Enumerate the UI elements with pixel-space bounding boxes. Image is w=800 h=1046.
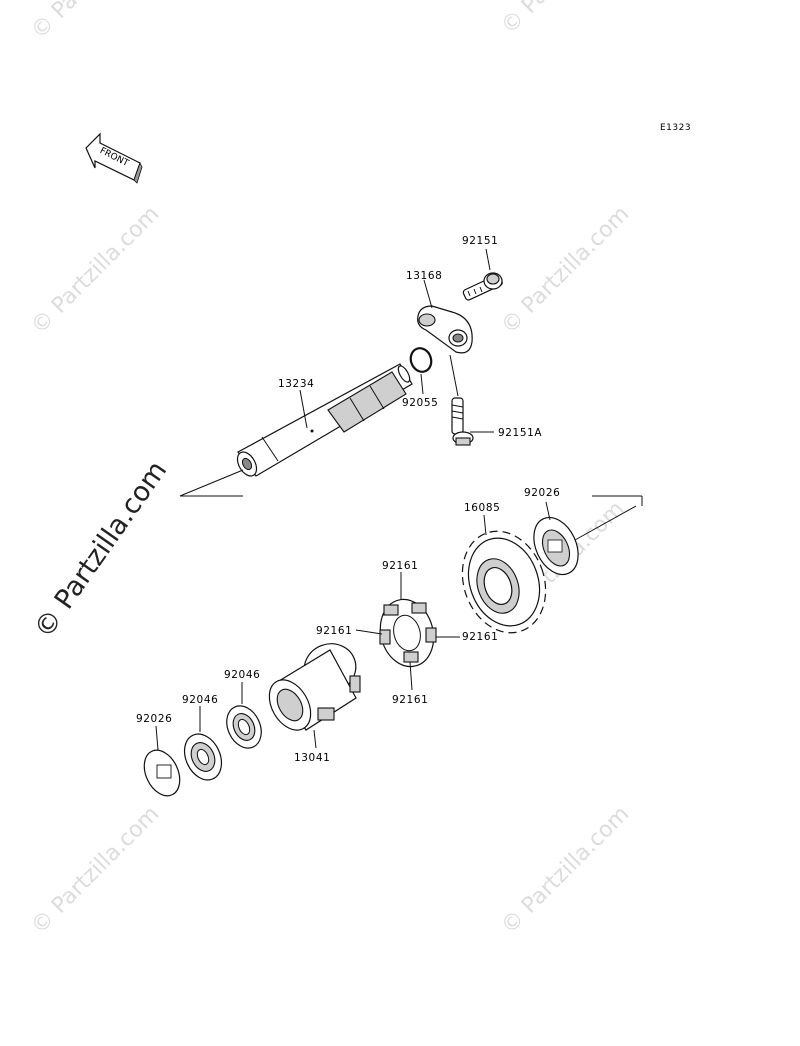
front-arrow-icon: FRONT	[85, 132, 143, 184]
shaft-13234[interactable]	[234, 363, 413, 479]
label-o-ring: 92055	[402, 397, 438, 409]
label-washer-left: 92026	[136, 713, 172, 725]
o-ring-92055[interactable]	[407, 345, 434, 374]
label-damper-bottom: 92161	[392, 694, 428, 706]
damper-set-92161[interactable]	[373, 593, 441, 672]
bearing-92046-right[interactable]	[220, 700, 268, 753]
label-bolt-lower: 92151A	[498, 427, 542, 439]
watermark-layer: © Partzilla.com © Partzilla.com © Partzi…	[27, 0, 635, 939]
label-shaft: 13234	[278, 378, 314, 390]
bracket-13168[interactable]	[417, 305, 473, 354]
label-gear: 16085	[464, 502, 500, 514]
part-labels: 92151 13168 13234 92055 92151A 92026 160…	[136, 235, 560, 764]
gear-16085[interactable]	[449, 519, 560, 644]
label-gear-washer: 92026	[524, 487, 560, 499]
watermark-text: © Partzilla.com	[27, 802, 165, 940]
label-bearing-right: 92046	[224, 669, 260, 681]
watermark-text: © Partzilla.com	[497, 802, 635, 940]
watermark-text: © Partzilla.com	[497, 0, 635, 39]
bearing-92046-left[interactable]	[177, 728, 228, 786]
label-damper-right: 92161	[462, 631, 498, 643]
bolt-92151[interactable]	[462, 272, 503, 301]
label-bolt-top: 92151	[462, 235, 498, 247]
watermark-main: © Partzilla.com	[28, 456, 173, 644]
hub-13041[interactable]	[261, 637, 363, 738]
washer-92026-right[interactable]	[525, 510, 587, 581]
diagram-code: E1323	[660, 123, 691, 133]
label-bracket: 13168	[406, 270, 442, 282]
washer-92026-left[interactable]	[137, 744, 186, 801]
watermark-text: © Partzilla.com	[27, 202, 165, 340]
label-bearing-left: 92046	[182, 694, 218, 706]
watermark-text: © Partzilla.com	[27, 0, 165, 44]
label-damper-left: 92161	[316, 625, 352, 637]
watermark-text: © Partzilla.com	[497, 202, 635, 340]
bolt-92151a[interactable]	[451, 397, 474, 446]
label-damper-top: 92161	[382, 560, 418, 572]
label-hub: 13041	[294, 752, 330, 764]
